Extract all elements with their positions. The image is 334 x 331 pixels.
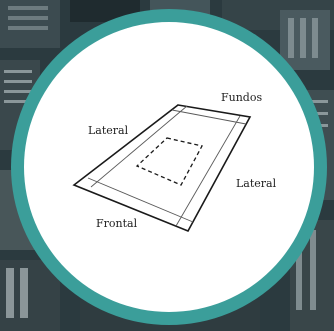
- right-setback-line: [175, 115, 241, 227]
- building-footprint: [135, 137, 203, 186]
- lot-outline: [72, 104, 252, 233]
- left-setback-line: [90, 105, 188, 188]
- rear-label: Fundos: [221, 91, 262, 104]
- lot-diagram: [72, 104, 252, 233]
- left-side-label: Lateral: [88, 124, 129, 137]
- right-side-label: Lateral: [236, 177, 277, 190]
- white-disc: [24, 22, 314, 312]
- rear-setback-line: [171, 109, 247, 125]
- front-setback-line: [87, 177, 194, 223]
- front-label: Frontal: [96, 217, 138, 230]
